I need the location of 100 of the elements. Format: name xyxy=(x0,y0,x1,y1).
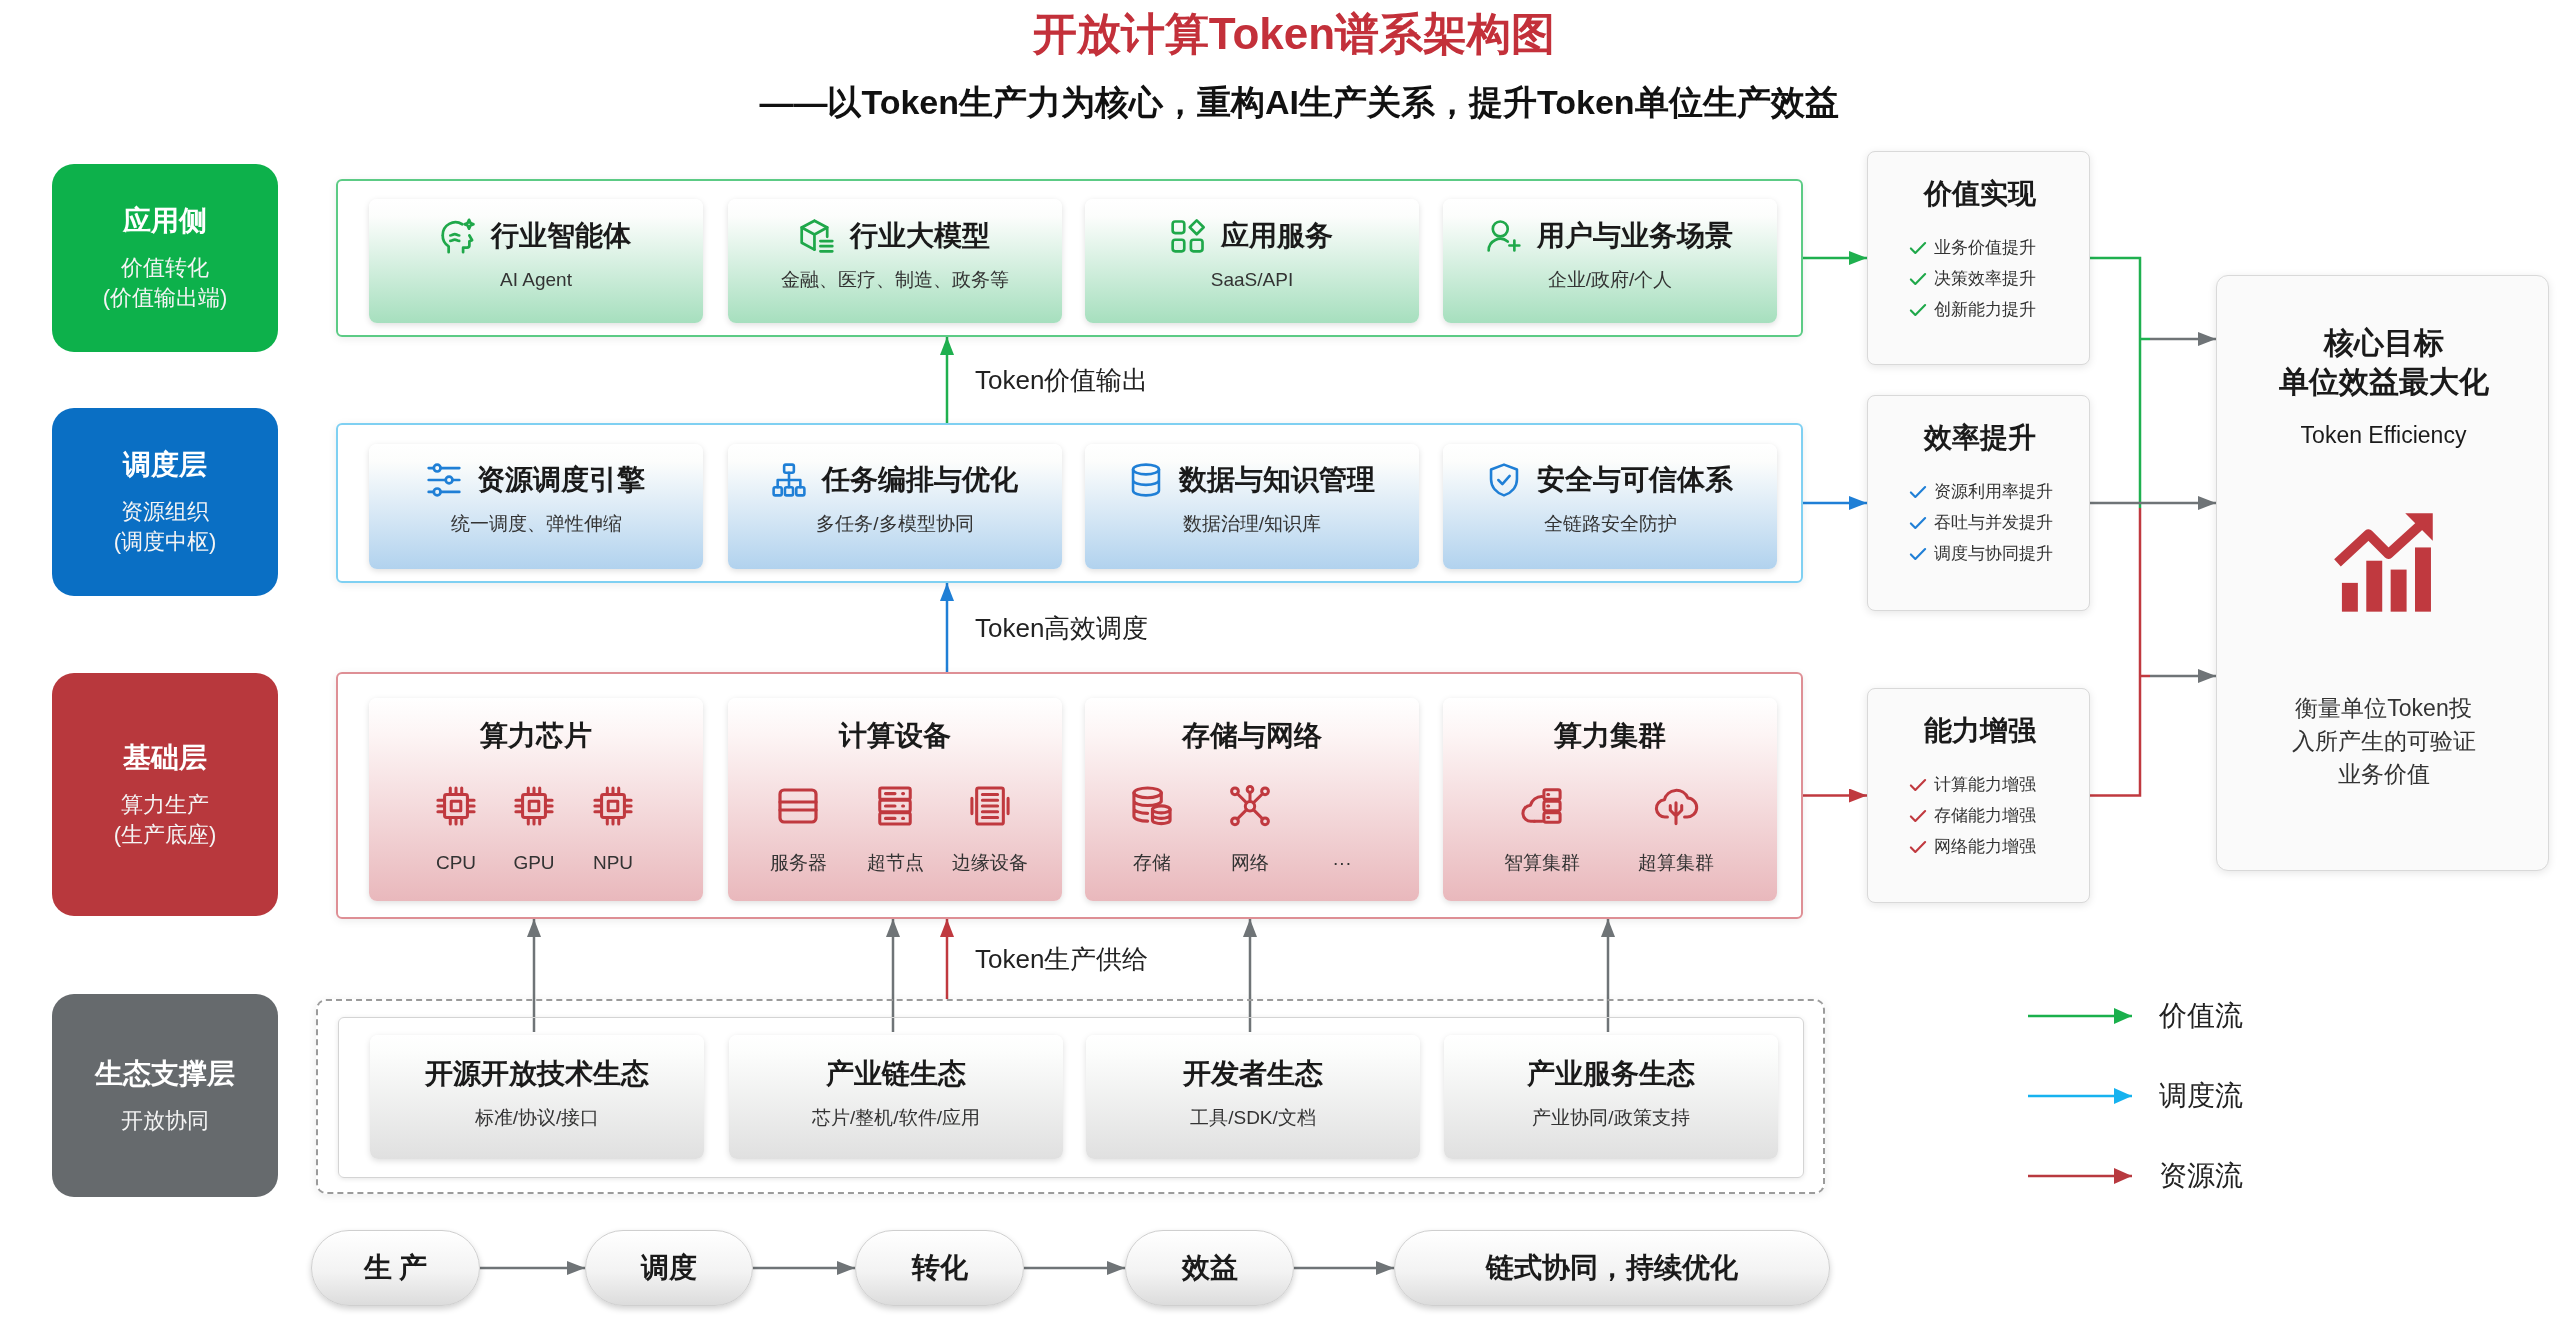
card-title: 产业链生态 xyxy=(826,1057,966,1091)
checklist-item: 决策效率提升 xyxy=(1934,268,2036,290)
module-card xyxy=(729,1035,1063,1159)
module-card xyxy=(1444,1035,1778,1159)
card-subtitle: 全链路安全防护 xyxy=(1543,511,1677,536)
step-pill xyxy=(855,1230,1024,1306)
outcome-box xyxy=(1867,688,2090,903)
module-card xyxy=(1085,444,1419,569)
arrow xyxy=(940,583,954,672)
module-card xyxy=(1085,698,1419,901)
arrow xyxy=(1294,1261,1394,1275)
item-label: CPU xyxy=(435,850,477,875)
layer-tab xyxy=(52,994,278,1197)
arrow xyxy=(2088,256,2218,510)
card-title: 行业大模型 xyxy=(850,219,990,253)
checklist-item: 资源利用率提升 xyxy=(1934,481,2053,503)
card-title: 安全与可信体系 xyxy=(1537,463,1733,497)
layer-tab xyxy=(52,164,278,352)
module-card xyxy=(369,444,703,569)
card-subtitle: SaaS/API xyxy=(1210,267,1294,292)
arrow xyxy=(940,337,954,423)
step-label: 链式协同，持续优化 xyxy=(1486,1251,1738,1285)
card-subtitle: 工具/SDK/文档 xyxy=(1190,1105,1316,1130)
goal-subtitle: Token Efficiency xyxy=(2300,421,2467,450)
arrow xyxy=(527,919,541,1032)
module-card xyxy=(1443,698,1777,901)
item-label: 智算集群 xyxy=(1504,850,1580,875)
card-title: 算力集群 xyxy=(1554,719,1666,753)
goal-title: 单位效益最大化 xyxy=(2278,363,2489,400)
item-label: ··· xyxy=(1332,850,1352,875)
item-label: 超节点 xyxy=(866,850,924,875)
step-label: 转化 xyxy=(911,1251,968,1285)
card-subtitle: 企业/政府/个人 xyxy=(1547,267,1673,292)
module-card xyxy=(728,444,1062,569)
step-pill xyxy=(1125,1230,1294,1306)
arrow xyxy=(886,919,900,1032)
card-title: 行业智能体 xyxy=(491,219,631,253)
module-card xyxy=(728,698,1062,901)
checklist-item: 网络能力增强 xyxy=(1934,836,2036,858)
dashed-frame xyxy=(316,999,1825,1194)
diagram-title: 开放计算Token谱系架构图 xyxy=(1032,7,1556,60)
layer-subtitle: (价值输出端) xyxy=(102,284,228,312)
layer-subtitle: (生产底座) xyxy=(113,820,217,849)
layer-panel xyxy=(336,672,1803,919)
step-label: 生 产 xyxy=(363,1251,428,1285)
legend-label: 调度流 xyxy=(2159,1079,2243,1113)
card-title: 用户与业务场景 xyxy=(1537,219,1733,253)
card-subtitle: 芯片/整机/软件/应用 xyxy=(812,1105,980,1130)
item-label: 网络 xyxy=(1231,850,1269,875)
card-subtitle: AI Agent xyxy=(500,267,572,292)
layer-tab xyxy=(52,408,278,596)
step-pill xyxy=(1394,1230,1830,1306)
step-label: 效益 xyxy=(1181,1251,1238,1285)
arrow xyxy=(480,1261,585,1275)
card-title: 开发者生态 xyxy=(1183,1057,1323,1091)
box-title: 价值实现 xyxy=(1923,177,2036,211)
outcome-box xyxy=(1867,151,2090,365)
arrow xyxy=(1803,251,1867,265)
checklist-item: 存储能力增强 xyxy=(1934,805,2036,827)
legend-label: 资源流 xyxy=(2159,1159,2243,1193)
card-subtitle: 产业协同/政策支持 xyxy=(1532,1105,1690,1130)
card-title: 开源开放技术生态 xyxy=(425,1057,649,1091)
arrow xyxy=(753,1261,855,1275)
card-title: 应用服务 xyxy=(1221,219,1333,253)
legend-label: 价值流 xyxy=(2159,999,2243,1033)
checklist-item: 业务价值提升 xyxy=(1934,237,2036,259)
step-label: 调度 xyxy=(641,1251,697,1285)
arrow xyxy=(2090,496,2216,510)
layer-title: 调度层 xyxy=(123,448,207,482)
module-card xyxy=(370,1035,704,1159)
card-subtitle: 多任务/多模型协同 xyxy=(816,511,974,536)
arrow xyxy=(1601,919,1615,1032)
card-title: 算力芯片 xyxy=(480,719,592,753)
box-title: 效率提升 xyxy=(1923,421,2036,455)
box-title: 能力增强 xyxy=(1923,714,2036,748)
goal-box xyxy=(2216,275,2549,871)
layer-title: 基础层 xyxy=(123,740,207,775)
module-card xyxy=(369,199,703,323)
arrow xyxy=(1024,1261,1125,1275)
ecosystem-panel xyxy=(338,1017,1804,1178)
layer-subtitle: 资源组织 xyxy=(121,498,209,526)
layer-subtitle: 开放协同 xyxy=(121,1106,209,1135)
module-card xyxy=(1085,199,1419,323)
checklist-item: 计算能力增强 xyxy=(1934,774,2036,796)
arrow xyxy=(2088,506,2218,797)
module-card xyxy=(728,199,1062,323)
card-title: 计算设备 xyxy=(839,719,951,753)
outcome-box xyxy=(1867,395,2090,611)
item-label: 边缘设备 xyxy=(952,850,1028,875)
arrow xyxy=(1803,496,1867,510)
card-subtitle: 标准/协议/接口 xyxy=(474,1105,600,1130)
card-title: 资源调度引擎 xyxy=(477,463,645,497)
module-card xyxy=(1443,444,1777,569)
item-label: 存储 xyxy=(1133,850,1171,875)
layer-panel xyxy=(336,423,1803,583)
layer-tab xyxy=(52,673,278,916)
checklist-item: 吞吐与并发提升 xyxy=(1934,512,2053,534)
arrow xyxy=(1243,919,1257,1032)
module-card xyxy=(1086,1035,1420,1159)
layer-panel xyxy=(336,179,1803,337)
